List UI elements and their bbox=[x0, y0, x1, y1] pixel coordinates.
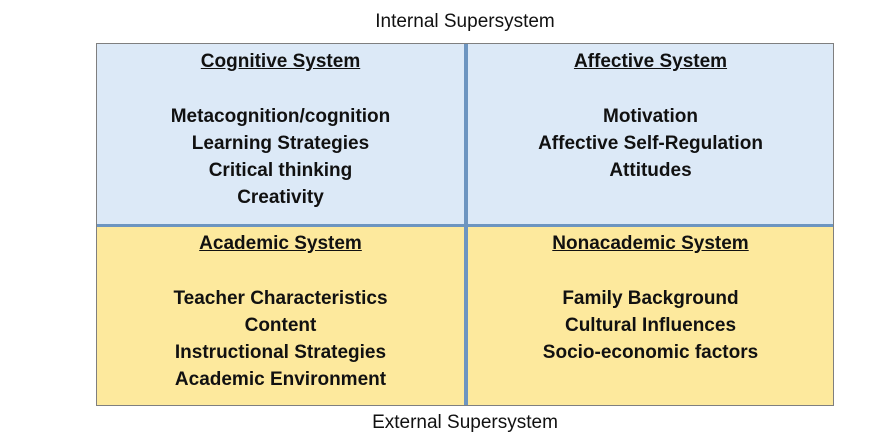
internal-supersystem-label: Internal Supersystem bbox=[375, 11, 555, 32]
quadrant-item: Teacher Characteristics bbox=[173, 288, 388, 309]
quadrant-item: Family Background bbox=[562, 288, 739, 309]
quadrant-item: Cultural Influences bbox=[564, 315, 737, 336]
quadrant-title: Nonacademic System bbox=[552, 233, 749, 254]
quadrant-item: Creativity bbox=[237, 187, 324, 208]
academic-system-quadrant: Academic System Teacher Characteristics … bbox=[97, 227, 464, 405]
quadrant-item: Critical thinking bbox=[208, 160, 353, 181]
quadrant-item: Affective Self-Regulation bbox=[538, 133, 763, 154]
quadrant-item: Motivation bbox=[603, 106, 698, 127]
cognitive-system-quadrant: Cognitive System Metacognition/cognition… bbox=[97, 44, 464, 224]
quadrant-item: Content bbox=[244, 315, 317, 336]
quadrant-items: Metacognition/cognition Learning Strateg… bbox=[97, 103, 464, 211]
quadrant-item: Metacognition/cognition bbox=[170, 106, 391, 127]
quadrant-title: Academic System bbox=[199, 233, 362, 254]
quadrant-items: Teacher Characteristics Content Instruct… bbox=[97, 285, 464, 393]
quadrant-item: Learning Strategies bbox=[191, 133, 370, 154]
quadrant-item: Instructional Strategies bbox=[174, 342, 387, 363]
quadrant-items: Motivation Affective Self-Regulation Att… bbox=[468, 103, 833, 184]
quadrant-title: Affective System bbox=[573, 51, 728, 72]
affective-system-quadrant: Affective System Motivation Affective Se… bbox=[468, 44, 833, 224]
supersystem-grid: Cognitive System Metacognition/cognition… bbox=[96, 43, 834, 406]
quadrant-title: Cognitive System bbox=[200, 51, 361, 72]
external-supersystem-label: External Supersystem bbox=[372, 412, 558, 433]
horizontal-divider bbox=[97, 224, 833, 227]
quadrant-items: Family Background Cultural Influences So… bbox=[468, 285, 833, 366]
quadrant-item: Academic Environment bbox=[174, 369, 387, 390]
quadrant-item: Attitudes bbox=[609, 160, 692, 181]
quadrant-item: Socio-economic factors bbox=[542, 342, 759, 363]
nonacademic-system-quadrant: Nonacademic System Family Background Cul… bbox=[468, 227, 833, 405]
